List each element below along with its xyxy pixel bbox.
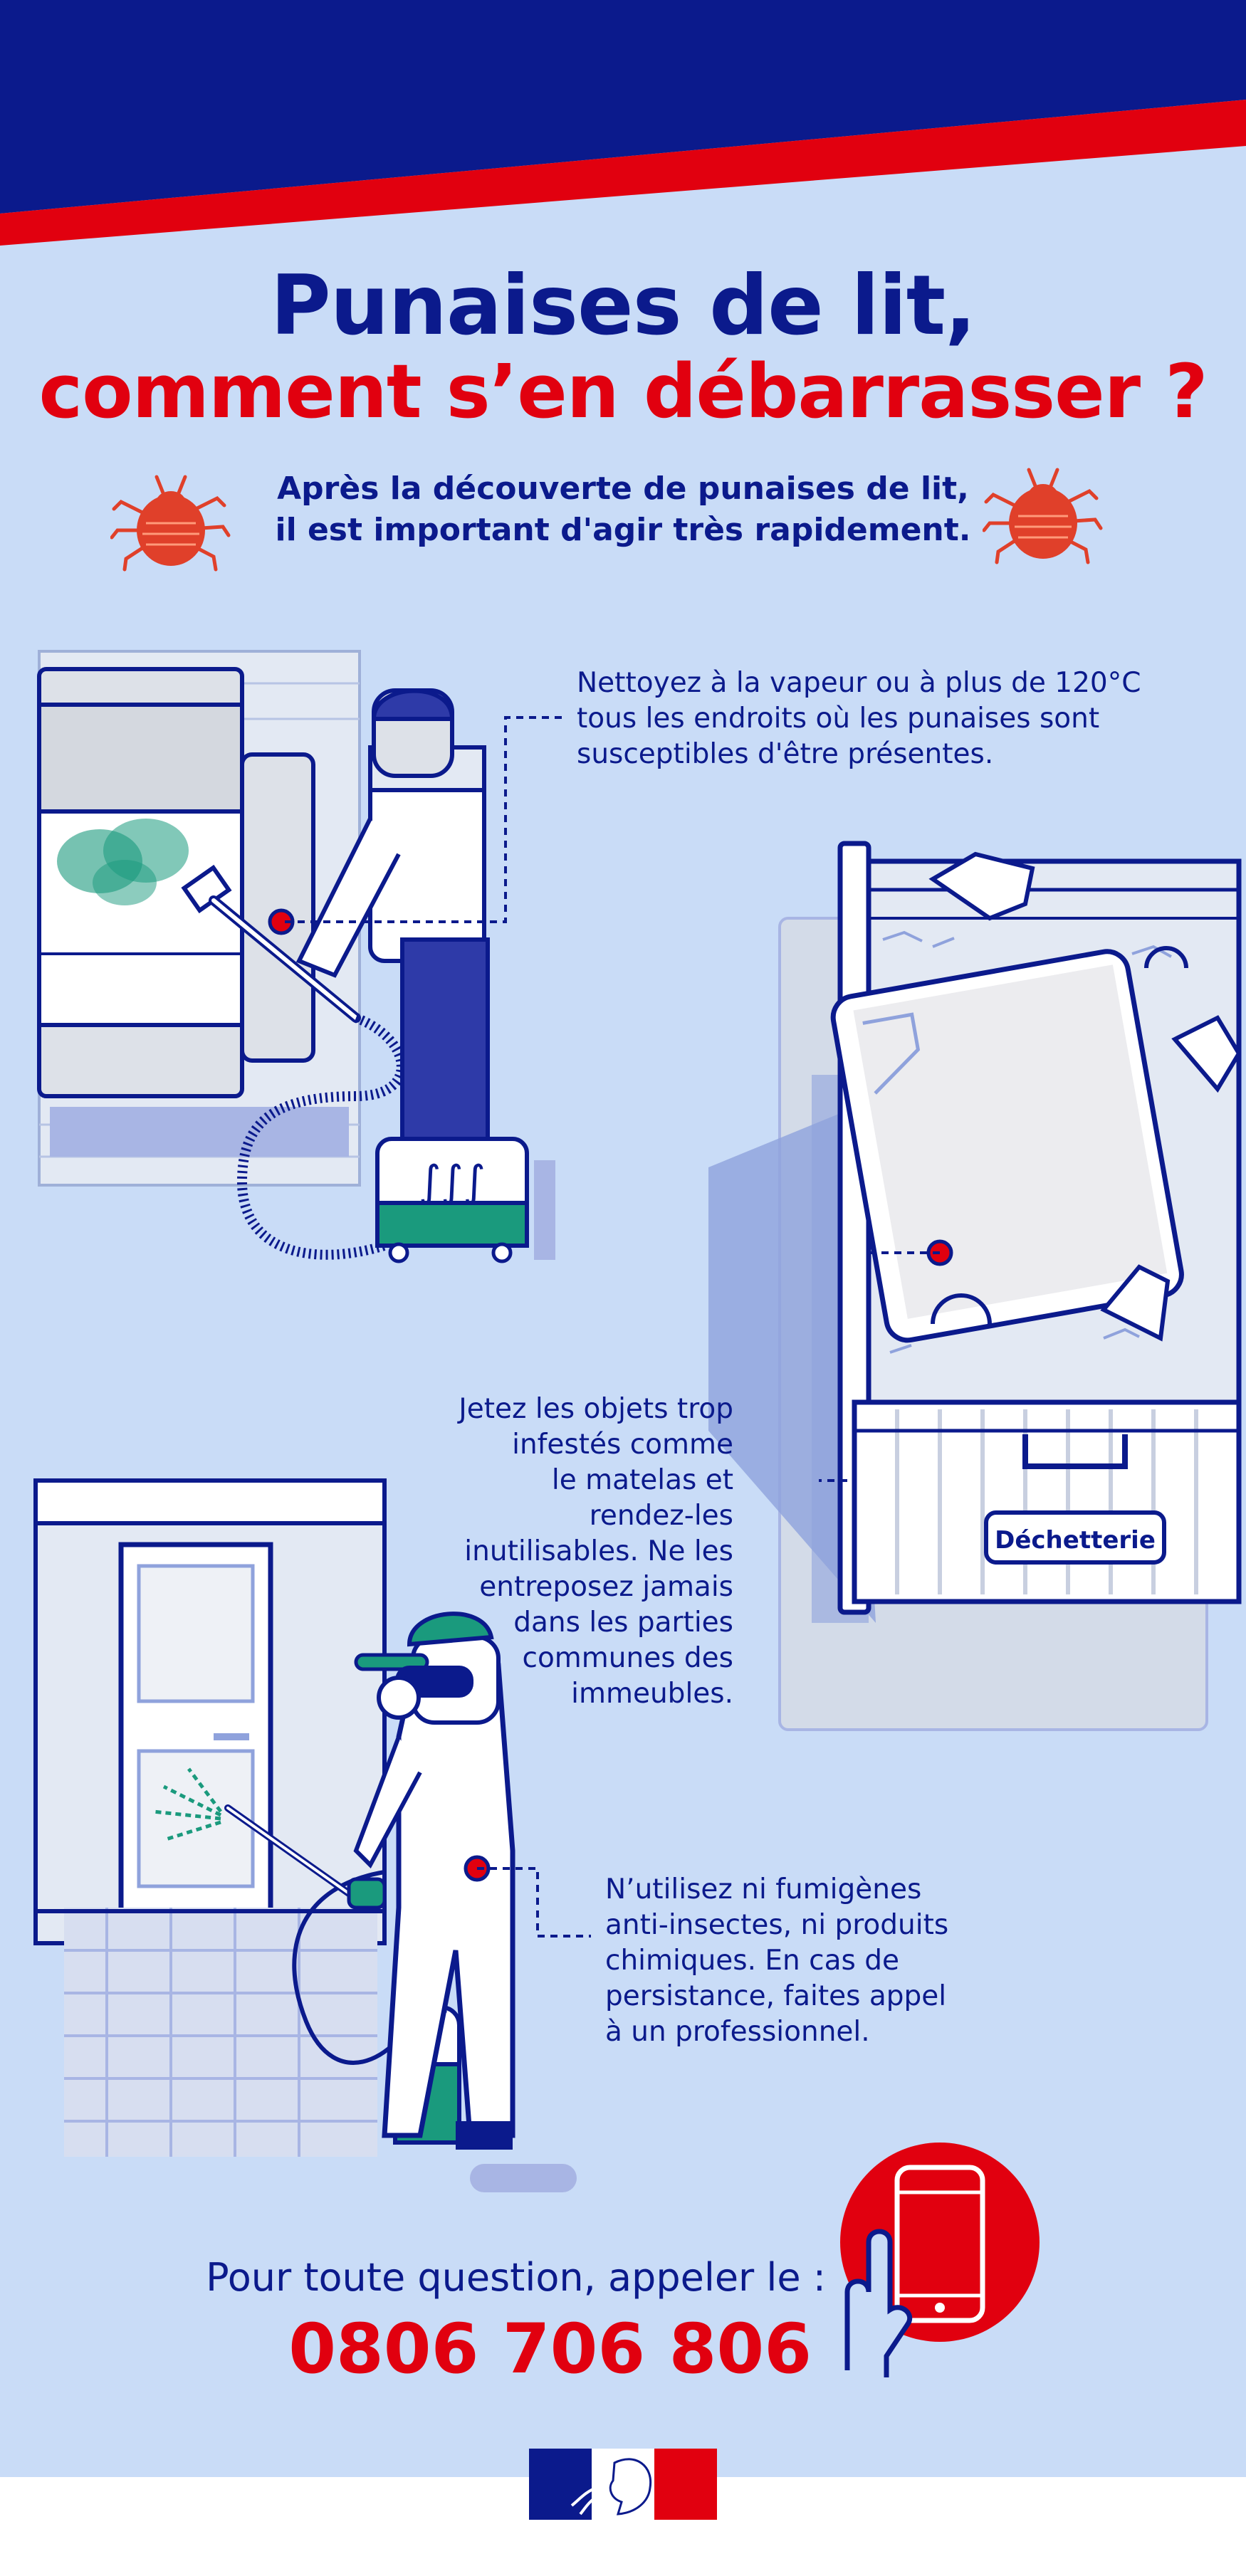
step-1-line: susceptibles d'être présentes.	[577, 738, 994, 770]
bedbug-icon	[110, 475, 231, 572]
step-2-text: Jetez les objets trop infestés comme le …	[399, 1392, 733, 1712]
step-3-line: N’utilisez ni fumigènes	[605, 1873, 922, 1905]
step-1-line: Nettoyez à la vapeur ou à plus de 120°C	[577, 667, 1141, 699]
step-2-line: rendez-les	[589, 1500, 733, 1532]
marianne-logo	[529, 2449, 717, 2520]
step-2-line: entreposez jamais	[479, 1571, 733, 1603]
intro-text: Après la découverte de punaises de lit, …	[256, 468, 990, 551]
header-band	[0, 0, 1246, 246]
phone-hand-icon	[840, 2143, 1040, 2377]
header-red-band	[0, 100, 1246, 246]
step-2-line: infestés comme	[512, 1429, 733, 1461]
title-line-1: Punaises de lit,	[270, 258, 977, 354]
step-3-line: anti-insectes, ni produits	[605, 1909, 949, 1941]
step-1-line: tous les endroits où les punaises sont	[577, 703, 1100, 735]
step-2-line: dans les parties	[513, 1607, 733, 1639]
intro-line-1: Après la découverte de punaises de lit,	[277, 470, 969, 507]
step-3-text: N’utilisez ni fumigènes anti-insectes, n…	[605, 1872, 1004, 2050]
svg-text:∫∫∫: ∫∫∫	[419, 1157, 486, 1206]
step-2-line: communes des	[522, 1642, 734, 1674]
step-3-line: chimiques. En cas de	[605, 1945, 899, 1977]
title-line-2: comment s’en débarrasser ?	[38, 348, 1208, 435]
step-2-line: inutilisables. Ne les	[464, 1535, 733, 1567]
step-2-line: immeubles.	[571, 1678, 733, 1710]
dumpster-label: Déchetterie	[995, 1526, 1156, 1555]
mattress-dumpster-illustration: Déchetterie	[708, 841, 1242, 1731]
intro-line-2: il est important d'agir très rapidement.	[275, 512, 971, 548]
phone-number[interactable]: 0806 706 806	[288, 2309, 812, 2389]
steam-cleaner-illustration: ∫∫∫	[37, 650, 562, 1263]
bedbug-icon	[983, 468, 1103, 564]
step-2-line: Jetez les objets trop	[459, 1393, 733, 1425]
step-1-text: Nettoyez à la vapeur ou à plus de 120°C …	[577, 666, 1218, 772]
header-navy-band	[0, 0, 1246, 214]
contact-label: Pour toute question, appeler le :	[206, 2255, 826, 2300]
step-3-line: persistance, faites appel	[605, 1980, 947, 2012]
professional-sprayer-illustration	[33, 1478, 591, 2192]
step-3-line: à un professionnel.	[605, 2016, 870, 2048]
step-2-line: le matelas et	[551, 1464, 733, 1496]
